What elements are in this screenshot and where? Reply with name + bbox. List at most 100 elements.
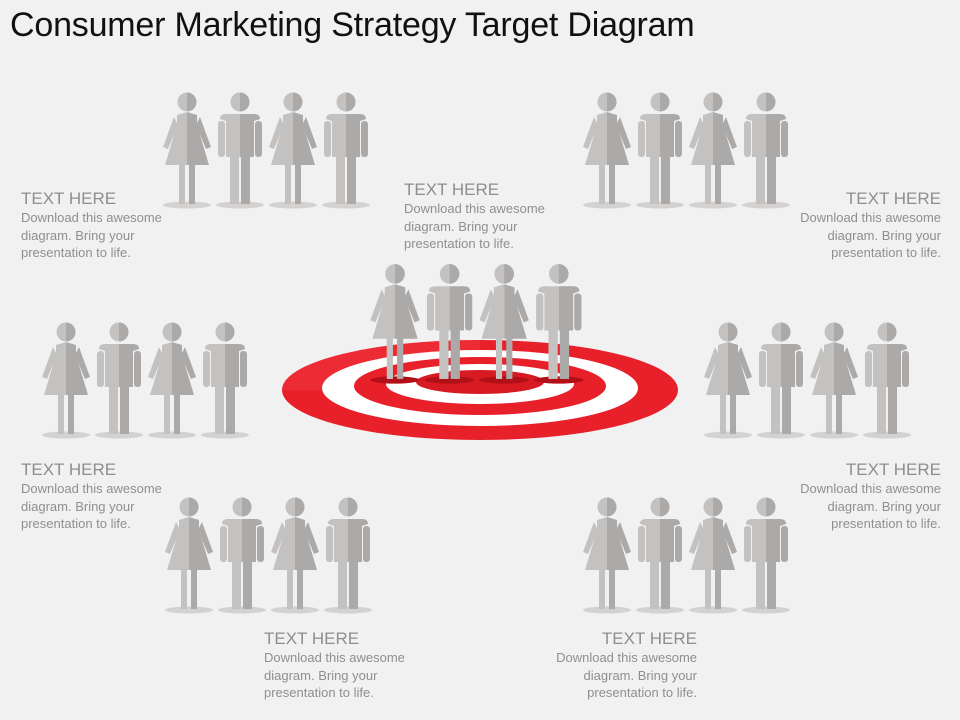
person-head-shade <box>887 322 897 342</box>
person-dress <box>713 112 735 165</box>
person-dress <box>607 112 629 165</box>
person-dress <box>713 517 735 570</box>
person-dress <box>812 342 834 395</box>
female-person-icon <box>370 264 420 384</box>
person-leg <box>297 569 303 609</box>
person-torso <box>867 344 887 387</box>
person-torso <box>558 286 580 331</box>
person-leg <box>650 156 659 204</box>
person-shadow <box>689 201 737 209</box>
person-leg <box>174 394 180 434</box>
person-arm <box>218 121 225 157</box>
person-leg <box>771 386 780 434</box>
person-arm <box>240 351 247 387</box>
person-torso <box>640 114 660 157</box>
person-arm <box>675 121 682 157</box>
person-arm <box>203 351 210 387</box>
person-shadow <box>689 606 737 614</box>
person-dress <box>585 112 607 165</box>
person-leg <box>191 569 197 609</box>
person-arm <box>363 526 370 562</box>
person-leg <box>181 569 187 609</box>
person-head-shade <box>558 264 569 284</box>
person-torso <box>346 114 366 157</box>
person-dress <box>44 342 66 395</box>
person-shadow <box>863 431 911 439</box>
person-leg <box>715 164 721 204</box>
person-leg <box>599 164 605 204</box>
person-dress <box>165 112 187 165</box>
person-leg <box>450 329 460 379</box>
female-person-icon <box>42 322 90 439</box>
person-leg <box>495 337 503 379</box>
callout-body: Download this awesome diagram. Bring you… <box>404 201 545 251</box>
person-arm <box>744 526 751 562</box>
person-leg <box>295 164 301 204</box>
person-leg <box>179 164 185 204</box>
person-arm <box>198 522 213 554</box>
person-torso <box>746 114 766 157</box>
person-leg <box>836 394 842 434</box>
person-shadow <box>583 606 631 614</box>
person-torso <box>428 286 450 331</box>
person-arm <box>722 117 737 149</box>
person-torso <box>242 519 262 562</box>
person-shadow <box>424 376 475 384</box>
person-torso <box>348 519 368 562</box>
callout-heading: TEXT HERE <box>264 629 360 648</box>
person-arm <box>574 293 582 331</box>
person-head-shade <box>607 92 617 112</box>
male-person-icon <box>322 92 370 209</box>
callout-top-center: TEXT HERE Download this awesome diagram.… <box>404 180 579 253</box>
person-leg <box>877 386 886 434</box>
person-dress <box>273 517 295 570</box>
person-shadow <box>810 431 858 439</box>
person-arm <box>536 293 544 331</box>
people-group-middle-right <box>704 322 911 439</box>
person-leg <box>548 329 558 379</box>
person-leg <box>58 394 64 434</box>
person-head-shade <box>504 264 514 284</box>
person-arm <box>638 526 645 562</box>
callout-body: Download this awesome diagram. Bring you… <box>21 481 162 531</box>
callout-heading: TEXT HERE <box>21 189 117 208</box>
callout-bottom-right: TEXT HERE Download this awesome diagram.… <box>522 629 697 702</box>
female-person-icon <box>810 322 858 439</box>
person-torso <box>326 114 346 157</box>
person-arm <box>583 117 598 149</box>
person-leg <box>120 386 129 434</box>
person-shadow <box>271 606 319 614</box>
person-arm <box>781 121 788 157</box>
person-leg <box>506 337 513 379</box>
person-dress <box>706 342 728 395</box>
target-bullseye <box>282 340 678 440</box>
person-dress <box>295 517 317 570</box>
people-group-middle-left <box>42 322 249 439</box>
female-person-icon <box>689 92 737 209</box>
person-dress <box>607 517 629 570</box>
person-leg <box>287 569 293 609</box>
person-arm <box>426 293 435 331</box>
person-torso <box>205 344 225 387</box>
person-arm <box>148 347 163 379</box>
person-arm <box>781 526 788 562</box>
female-person-icon <box>269 92 317 209</box>
callout-body: Download this awesome diagram. Bring you… <box>556 650 697 700</box>
person-arm <box>689 117 704 149</box>
person-leg <box>826 394 832 434</box>
callout-body: Download this awesome diagram. Bring you… <box>800 210 941 260</box>
person-head-shade <box>240 92 250 112</box>
callout-body: Download this awesome diagram. Bring you… <box>264 650 405 700</box>
person-torso <box>222 519 242 562</box>
person-torso <box>328 519 348 562</box>
person-leg <box>599 569 605 609</box>
people-group-center-target <box>370 264 584 384</box>
people-group-bottom-left <box>165 497 372 614</box>
person-shadow <box>583 201 631 209</box>
person-leg <box>386 337 393 379</box>
person-leg <box>439 329 449 379</box>
person-leg <box>336 156 345 204</box>
person-arm <box>165 522 180 554</box>
person-leg <box>189 164 195 204</box>
person-shadow <box>163 201 211 209</box>
